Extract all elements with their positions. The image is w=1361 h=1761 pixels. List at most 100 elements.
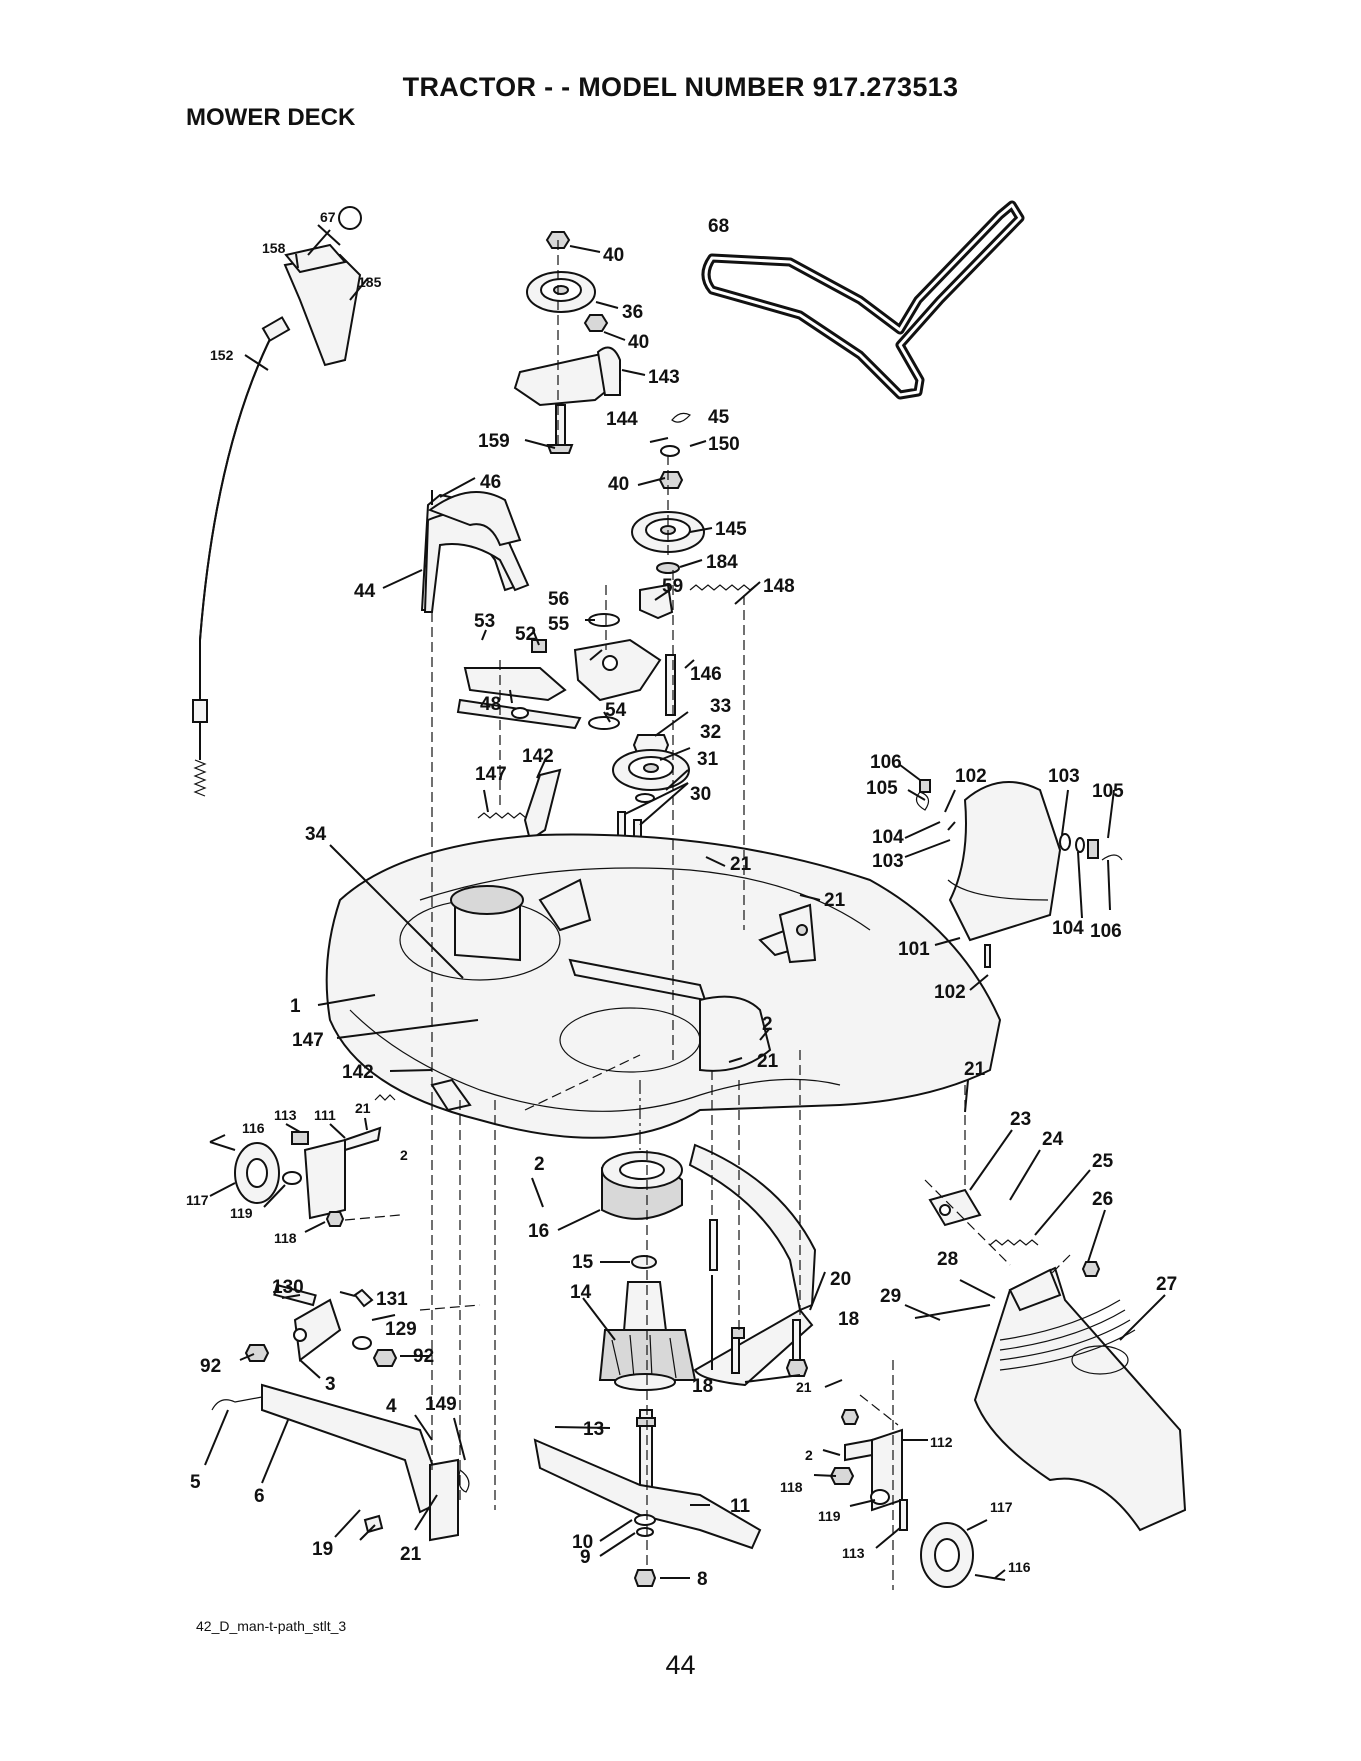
callout-21-c: 21: [757, 1051, 779, 1072]
callout-13: 13: [583, 1419, 604, 1440]
callout-3: 3: [325, 1374, 336, 1395]
callout-67: 67: [320, 209, 336, 225]
assembly-centerlines: [344, 240, 1071, 1590]
callout-111: 111: [314, 1107, 336, 1123]
callout-30: 30: [690, 784, 711, 805]
belt-guard: [423, 491, 530, 613]
idler-pulley-assembly: [513, 231, 705, 574]
callout-102-bottom: 102: [934, 982, 966, 1003]
callout-143: 143: [648, 367, 680, 388]
callout-116-right: 116: [1008, 1559, 1031, 1575]
rear-rod-assembly: [688, 1143, 817, 1387]
callout-26: 26: [1092, 1189, 1113, 1210]
callout-21-g: 21: [964, 1059, 986, 1080]
callout-146: 146: [690, 664, 722, 685]
callout-46: 46: [480, 472, 501, 493]
callout-116-left: 116: [242, 1120, 265, 1136]
callout-104-right: 104: [1052, 918, 1084, 939]
callout-31: 31: [697, 749, 719, 770]
callout-144: 144: [606, 409, 638, 430]
gauge-wheel-right: [829, 1409, 1006, 1588]
callout-185: 185: [358, 274, 382, 290]
callout-21-e: 21: [400, 1544, 422, 1565]
callout-68: 68: [708, 216, 729, 237]
callout-21-a: 21: [730, 854, 752, 875]
callout-2-b: 2: [400, 1147, 408, 1163]
callout-25: 25: [1092, 1151, 1114, 1172]
callout-53: 53: [474, 611, 495, 632]
page-number: 44: [665, 1650, 696, 1680]
callout-142-lower: 142: [342, 1062, 374, 1083]
callout-21-d: 21: [355, 1100, 371, 1116]
callout-2-c: 2: [534, 1154, 545, 1175]
callout-15: 15: [572, 1252, 594, 1273]
callout-129: 129: [385, 1319, 417, 1340]
leader-lines: [204, 224, 1166, 1579]
callout-117-right: 117: [990, 1499, 1013, 1515]
callout-27: 27: [1156, 1274, 1177, 1295]
callout-28: 28: [937, 1249, 958, 1270]
callout-101: 101: [898, 939, 930, 960]
page-title: TRACTOR - - MODEL NUMBER 917.273513: [402, 72, 959, 102]
deflector-shield: [915, 779, 1123, 968]
callout-142-upper: 142: [522, 746, 554, 767]
callout-24: 24: [1042, 1129, 1064, 1150]
callout-34: 34: [305, 824, 327, 845]
callout-118-right: 118: [780, 1479, 803, 1495]
callout-33: 33: [710, 696, 731, 717]
callout-10: 10: [572, 1532, 593, 1553]
figure-code: 42_D_man-t-path_stlt_3: [196, 1618, 347, 1634]
callout-4: 4: [386, 1396, 397, 1417]
callout-2-a: 2: [762, 1014, 773, 1035]
callout-147-lower: 147: [292, 1030, 324, 1051]
callout-23: 23: [1010, 1109, 1031, 1130]
callout-148: 148: [763, 576, 795, 597]
callout-184: 184: [706, 552, 738, 573]
callout-152: 152: [210, 347, 234, 363]
callout-32: 32: [700, 722, 721, 743]
callout-113-left: 113: [274, 1107, 297, 1123]
callout-131: 131: [376, 1289, 408, 1310]
callout-149: 149: [425, 1394, 457, 1415]
callout-21-b: 21: [824, 890, 846, 911]
callout-1: 1: [290, 996, 301, 1017]
callout-130: 130: [272, 1277, 304, 1298]
callout-55: 55: [548, 614, 570, 635]
callout-29: 29: [880, 1286, 901, 1307]
deck-lift-cable: [192, 206, 362, 797]
callout-48: 48: [480, 694, 501, 715]
callout-92-left: 92: [200, 1356, 221, 1377]
callout-18-left: 18: [692, 1376, 713, 1397]
callout-11: 11: [730, 1496, 751, 1517]
callout-16: 16: [528, 1221, 549, 1242]
callout-36: 36: [622, 302, 643, 323]
callout-54: 54: [605, 700, 627, 721]
callout-119-right: 119: [818, 1508, 841, 1524]
callout-44: 44: [354, 581, 376, 602]
callout-14: 14: [570, 1282, 592, 1303]
drive-belt: [701, 200, 1025, 400]
section-title: MOWER DECK: [186, 104, 356, 131]
discharge-chute: [914, 1188, 1187, 1532]
callout-104-left: 104: [872, 827, 904, 848]
callout-103-top: 103: [1048, 766, 1080, 787]
callout-92-right: 92: [413, 1346, 434, 1367]
callout-118-left: 118: [274, 1230, 297, 1246]
callout-103-left: 103: [872, 851, 904, 872]
spindle-blade-assembly: [533, 1151, 762, 1587]
callout-21-f: 21: [796, 1379, 812, 1395]
callout-40-lower: 40: [608, 474, 629, 495]
callout-106-right: 106: [1090, 921, 1122, 942]
callout-158: 158: [262, 240, 286, 256]
callout-105-left: 105: [866, 778, 898, 799]
callout-40-top: 40: [603, 245, 624, 266]
mower-deck-housing: [325, 833, 1002, 1139]
callout-52: 52: [515, 624, 536, 645]
callout-102-top: 102: [955, 766, 987, 787]
callout-147-upper: 147: [475, 764, 507, 785]
callout-105-right: 105: [1092, 781, 1124, 802]
gauge-wheel-left: [209, 1126, 382, 1227]
callout-45: 45: [708, 407, 730, 428]
callout-9: 9: [580, 1547, 591, 1568]
